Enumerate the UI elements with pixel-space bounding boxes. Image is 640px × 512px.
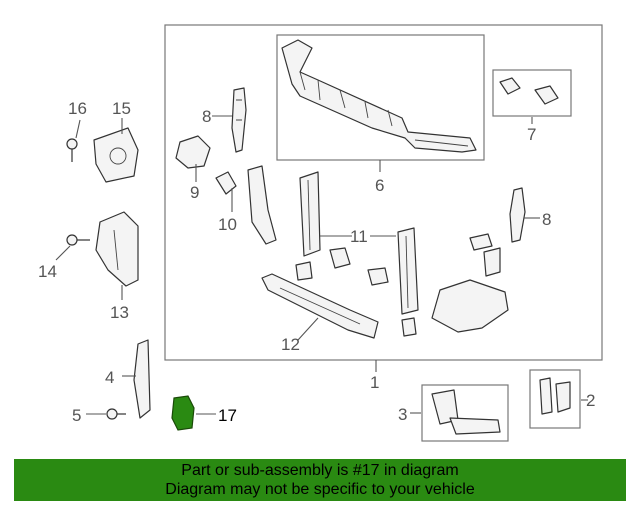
part-5-bolt[interactable]: [106, 408, 126, 420]
part-6-upper-support[interactable]: [281, 39, 477, 153]
part-8-bracket-left[interactable]: [231, 87, 247, 153]
callout-1: 1: [370, 373, 379, 392]
part-4-bracket[interactable]: [133, 339, 151, 419]
parts-diagram: 1 2 3 4 5 6 7 8 8 9 10 11 12 13 14 15 16…: [38, 24, 603, 442]
part-9-bracket[interactable]: [175, 135, 211, 169]
callout-14: 14: [38, 262, 57, 281]
part-13-bracket[interactable]: [95, 211, 139, 287]
subassembly-box-7: [492, 69, 572, 117]
part-17-highlighted[interactable]: [171, 395, 195, 431]
callouts: 1 2 3 4 5 6 7 8 8 9 10 11 12 13 14 15 16…: [38, 99, 595, 425]
part-14-bolt[interactable]: [66, 234, 90, 246]
part-11-small-brackets[interactable]: [295, 247, 417, 337]
callout-17: 17: [218, 406, 237, 425]
part-right-lower-structure[interactable]: [431, 233, 509, 333]
callout-16: 16: [68, 99, 87, 118]
callout-2: 2: [586, 391, 595, 410]
part-11-pillar-left[interactable]: [299, 171, 321, 257]
callout-9: 9: [190, 183, 199, 202]
info-banner: Part or sub-assembly is #17 in diagram D…: [14, 459, 626, 501]
callout-3: 3: [398, 405, 407, 424]
part-16-bolt[interactable]: [66, 138, 78, 162]
part-2-bracket[interactable]: [539, 377, 571, 415]
assembly-frame: [164, 24, 603, 361]
subassembly-box-2: [529, 369, 581, 429]
banner-line-2: Diagram may not be specific to your vehi…: [165, 481, 475, 498]
banner-line-1: Part or sub-assembly is #17 in diagram: [181, 462, 459, 479]
callout-15: 15: [112, 99, 131, 118]
leader-lines: [55, 115, 588, 415]
callout-6: 6: [375, 176, 384, 195]
part-11-pillar-right[interactable]: [397, 227, 419, 315]
part-8-bracket-right[interactable]: [509, 187, 526, 243]
callout-4: 4: [105, 368, 114, 387]
callout-11: 11: [350, 227, 368, 246]
callout-12: 12: [281, 335, 300, 354]
part-12-lower-support[interactable]: [261, 273, 379, 339]
part-10-bracket[interactable]: [215, 165, 277, 245]
callout-8b: 8: [542, 210, 551, 229]
callout-10: 10: [218, 215, 237, 234]
part-7-clips[interactable]: [499, 77, 559, 105]
callout-5: 5: [72, 406, 81, 425]
part-15-plate[interactable]: [93, 127, 139, 183]
subassembly-box-3: [421, 384, 509, 442]
callout-13: 13: [110, 303, 129, 322]
callout-8a: 8: [202, 107, 211, 126]
part-3-subassembly[interactable]: [431, 389, 501, 435]
callout-7: 7: [527, 125, 536, 144]
